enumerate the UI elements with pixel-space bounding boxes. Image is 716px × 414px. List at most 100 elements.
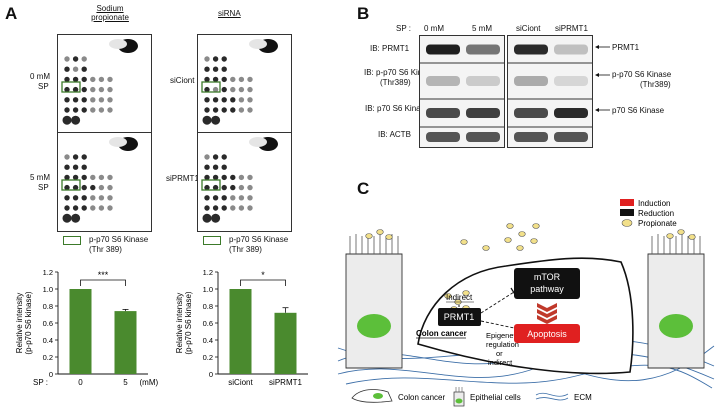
y-axis-label: Relative intensity xyxy=(175,293,184,353)
legend-2-line1: p-p70 S6 Kinase xyxy=(229,235,289,244)
legend-reduction-swatch xyxy=(620,209,634,216)
blot-band xyxy=(426,132,460,142)
epi-text-1: Epigenetic xyxy=(486,331,521,340)
bar xyxy=(229,289,252,374)
blot-sp xyxy=(419,35,505,148)
target-p70: p70 S6 Kinase xyxy=(612,106,665,115)
dot-array-0mM xyxy=(57,34,152,134)
blot-band xyxy=(426,44,460,55)
y-axis-label: (p-p70 S6 kinase) xyxy=(184,291,193,354)
legend-green-box-1 xyxy=(63,236,81,245)
sirna-label-bottom: siPRMT1 xyxy=(166,174,199,183)
blot-band xyxy=(466,132,500,142)
key-ecm-text: ECM xyxy=(574,393,592,402)
highlight-box xyxy=(61,81,81,93)
colon-cancer-label: Colon cancer xyxy=(416,329,467,338)
lane-siprmt1: siPRMT1 xyxy=(555,24,588,33)
ib-p70-label: IB: p70 S6 Kinase xyxy=(365,104,430,113)
mtor-text-2: pathway xyxy=(530,284,564,294)
dot-array-siprmt1 xyxy=(197,132,292,232)
col2-title: siRNA xyxy=(218,9,241,18)
key-colon-cancer-text: Colon cancer xyxy=(398,393,445,402)
significance-bracket xyxy=(80,279,126,286)
legend-1-line1: p-p70 S6 Kinase xyxy=(89,235,149,244)
x-unit-label: (mM) xyxy=(140,378,159,387)
epithelial-cell-left xyxy=(345,234,403,369)
legend-reduction-text: Reduction xyxy=(638,209,674,218)
apoptosis-text: Apoptosis xyxy=(527,329,567,339)
lane-0mM: 0 mM xyxy=(424,24,444,33)
legend-propionate-swatch xyxy=(621,219,633,227)
y-tick-label: 1.2 xyxy=(203,268,213,277)
y-axis-label: Relative intensity xyxy=(15,293,24,353)
prmt1-apoptosis-arrow xyxy=(480,320,515,329)
x-tick-label: 5 xyxy=(123,378,128,387)
chevrons-down xyxy=(537,303,557,324)
x-tick-label: siPRMT1 xyxy=(269,378,302,387)
significance-marker: * xyxy=(261,270,265,280)
y-tick-label: 0.6 xyxy=(43,319,53,328)
ib-pp70-label-2: (Thr389) xyxy=(380,78,411,87)
bar xyxy=(274,312,297,374)
sp-label: SP : xyxy=(396,24,411,33)
blot-band xyxy=(554,76,588,86)
x-tick-label: siCiont xyxy=(228,378,253,387)
row-label-5mM: 5 mM xyxy=(30,173,50,182)
blot-sirna xyxy=(507,35,593,148)
legend-1-line2: (Thr 389) xyxy=(89,245,122,254)
y-tick-label: 1.0 xyxy=(43,285,53,294)
highlight-box xyxy=(201,179,221,191)
panel-b-letter: B xyxy=(357,4,370,23)
target-pp70: p-p70 S6 Kinase xyxy=(612,70,672,79)
blot-band xyxy=(554,108,588,118)
lane-5mM: 5 mM xyxy=(472,24,492,33)
mtor-text-1: mTOR xyxy=(534,272,561,282)
panel-a-letter: A xyxy=(5,4,18,23)
key-epithelial-text: Epithelial cells xyxy=(470,393,521,402)
highlight-box xyxy=(61,179,81,191)
y-tick-label: 0.8 xyxy=(43,302,53,311)
x-tick-label: 0 xyxy=(78,378,83,387)
epithelial-cell-right xyxy=(647,234,705,369)
indirect-label: Indirect xyxy=(446,293,473,302)
blot-band xyxy=(466,44,500,55)
legend-induction-swatch xyxy=(620,199,634,206)
highlight-box xyxy=(201,81,221,93)
dot-array-sicont xyxy=(197,34,292,134)
target-prmt1: PRMT1 xyxy=(612,43,640,52)
epi-text-4: indirect xyxy=(488,358,513,367)
sirna-label-top: siCiont xyxy=(170,76,195,85)
key-cancer-shape xyxy=(351,389,393,403)
blot-band xyxy=(514,132,548,142)
row-label-sp-top: SP xyxy=(38,82,49,91)
col1-title-line2: propionate xyxy=(91,13,129,22)
row-label-sp-bottom: SP xyxy=(38,183,49,192)
significance-bracket xyxy=(240,279,286,286)
y-tick-label: 0.8 xyxy=(203,302,213,311)
y-tick-label: 0 xyxy=(209,370,213,379)
blot-band xyxy=(554,44,588,55)
legend-2-line2: (Thr 389) xyxy=(229,245,262,254)
significance-marker: *** xyxy=(98,270,109,280)
ib-pp70-label: IB: p-p70 S6 Kinase xyxy=(364,68,436,77)
dot-array-5mM xyxy=(57,132,152,232)
epi-text-3: or xyxy=(496,349,503,358)
blot-arrows xyxy=(595,45,610,112)
blot-band xyxy=(514,44,548,55)
prmt1-text: PRMT1 xyxy=(444,312,475,322)
blot-band xyxy=(426,76,460,86)
legend-green-box-2 xyxy=(203,236,221,245)
bar xyxy=(69,289,92,374)
y-tick-label: 0.2 xyxy=(203,353,213,362)
y-tick-label: 0 xyxy=(49,370,53,379)
y-tick-label: 0.4 xyxy=(43,336,53,345)
legend-induction-text: Induction xyxy=(638,199,670,208)
apoptosis-box xyxy=(514,324,580,343)
bar xyxy=(114,311,137,374)
prmt1-box xyxy=(438,308,481,326)
panel-c-letter: C xyxy=(357,179,370,198)
col1-title-line1: Sodium xyxy=(96,4,124,13)
prmt1-mtor-inhibit xyxy=(480,291,515,314)
